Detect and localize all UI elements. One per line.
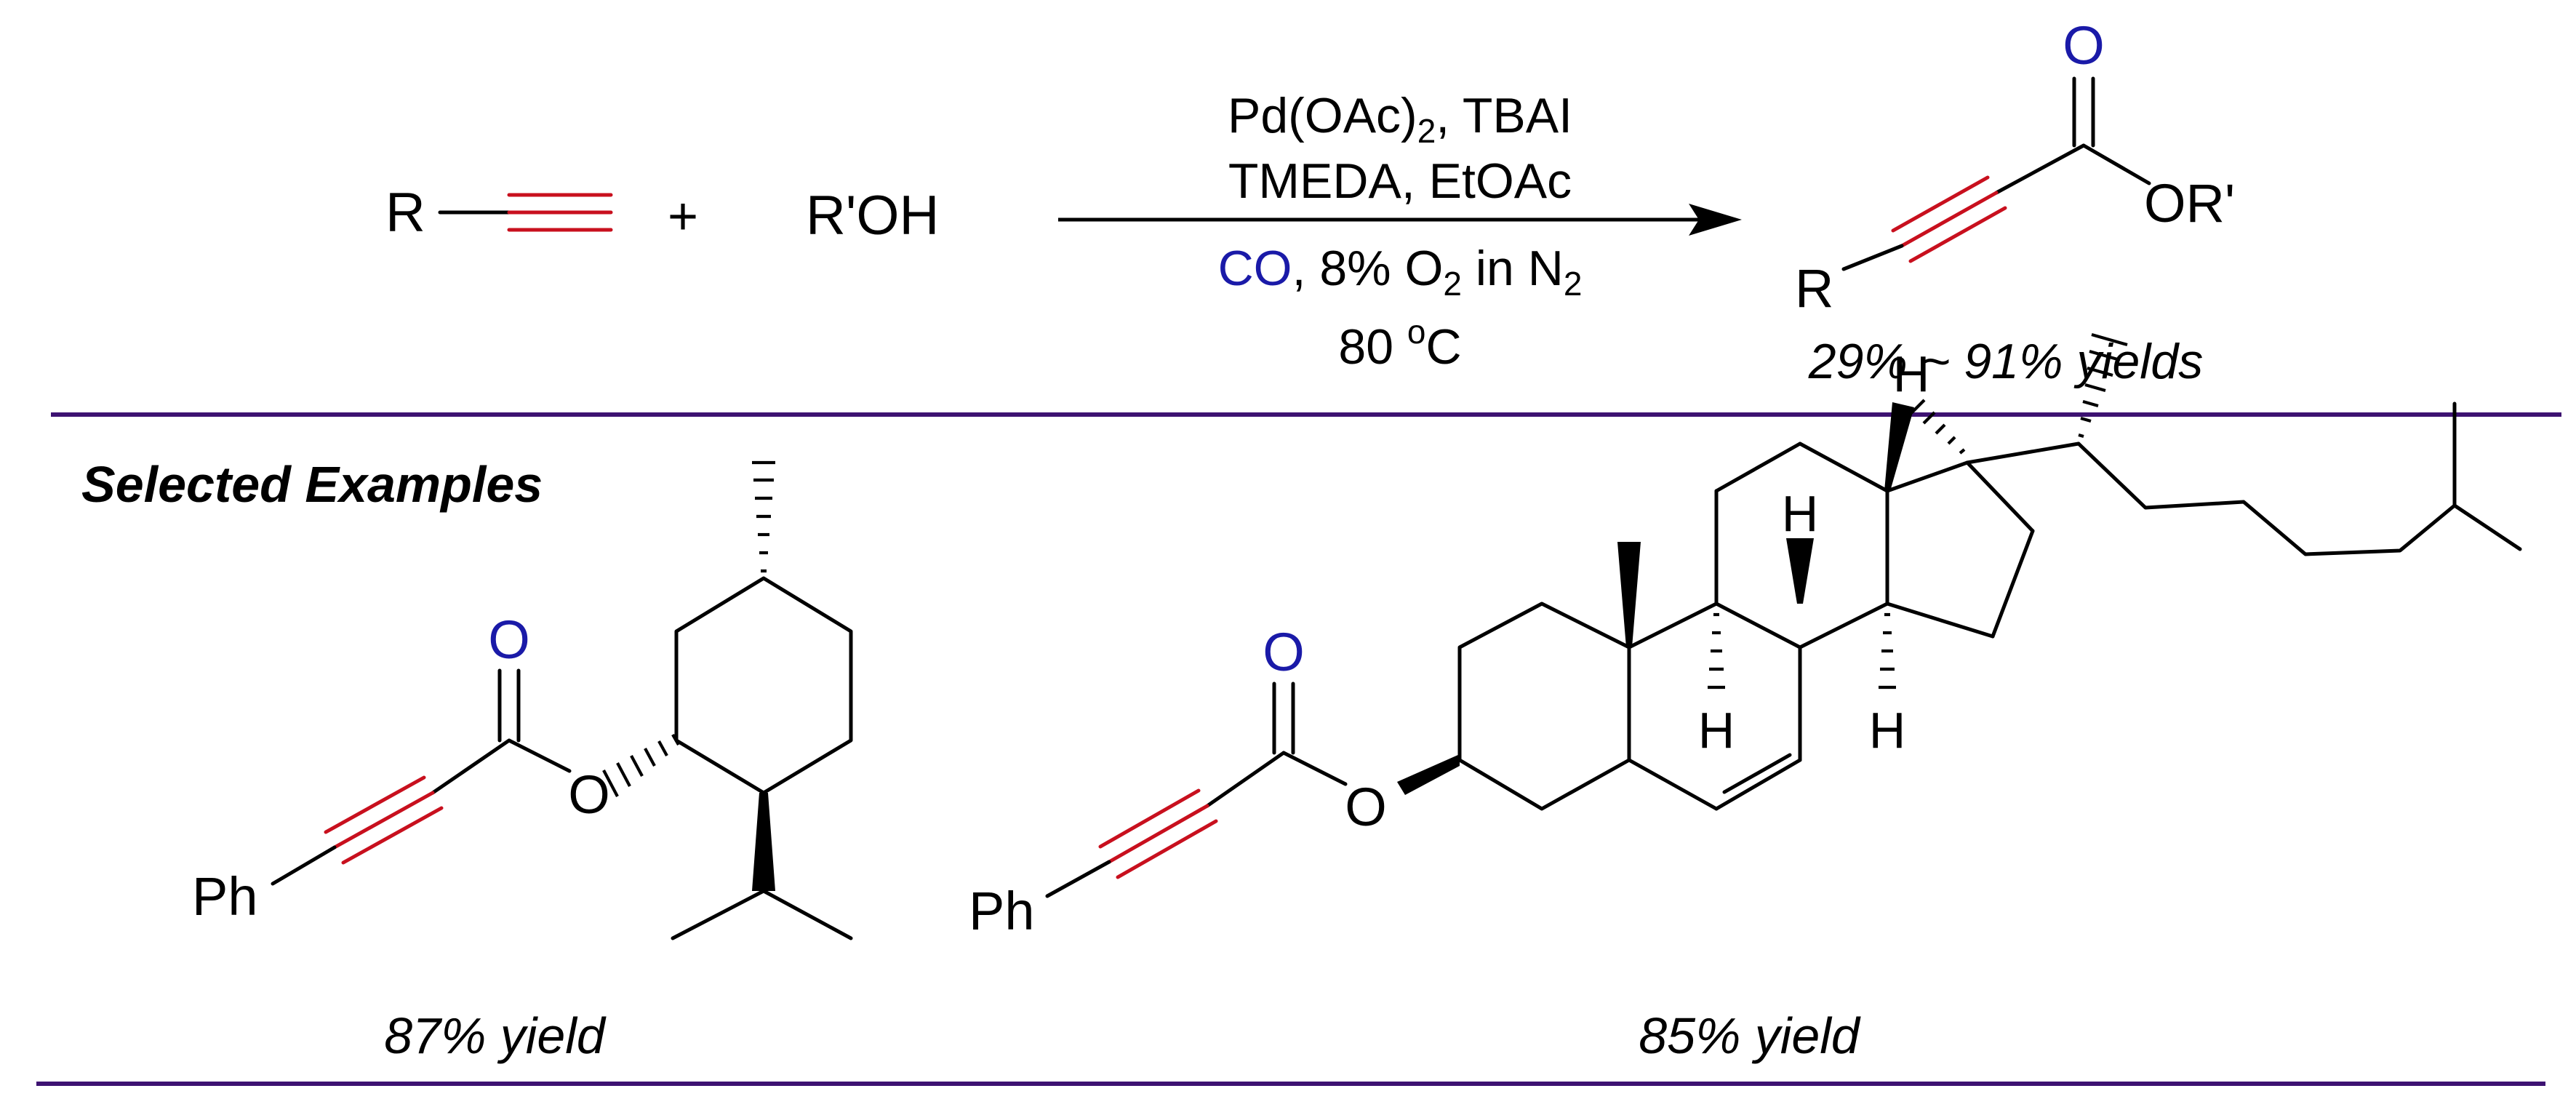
menthyl-triple-bond (324, 775, 444, 865)
menthyl-ph-label: Ph (192, 866, 258, 927)
reaction-equation: R + R'OH Pd(OAc)2, TBAI TMEDA, EtOAc CO,… (385, 15, 2235, 389)
cholesteryl-ph-label: Ph (969, 881, 1035, 941)
cholesteryl-c20-hashed-methyl (2078, 332, 2128, 439)
cholesteryl-ester-structure: H H H H (969, 332, 2522, 941)
conditions-line-1: Pd(OAc)2, TBAI (1228, 88, 1572, 150)
product-triple-bond (1891, 175, 2007, 263)
product-carbonyl-o: O (2063, 15, 2105, 76)
cholesteryl-h14: H (1869, 702, 1906, 759)
cholesteryl-h9: H (1698, 702, 1735, 759)
menthyl-hashed-o-bond (602, 733, 680, 797)
product-yield-range: 29% ~ 91% yields (1808, 334, 2203, 389)
alcohol-reagent: R'OH (806, 185, 939, 247)
menthyl-hashed-methyl (752, 460, 775, 573)
cholesteryl-yield: 85% yield (1639, 1007, 1861, 1064)
cholesteryl-triple-bond (1098, 788, 1218, 879)
selected-examples-title: Selected Examples (81, 456, 543, 513)
alkyne-r-label: R (385, 182, 425, 244)
menthyl-ester-o: O (568, 764, 610, 825)
cholesteryl-h17-hash (1910, 399, 1966, 455)
cholesteryl-carbonyl-o: O (1263, 622, 1305, 682)
cholesteryl-h8: H (1782, 485, 1819, 542)
cholesteryl-h17: H (1893, 345, 1930, 402)
menthyl-ester-structure: O O Ph (192, 460, 853, 940)
product-structure: O OR' R (1795, 15, 2235, 319)
conditions-line-4: 80 oC (1338, 313, 1461, 375)
conditions-line-3: CO, 8% O2 in N2 (1218, 241, 1583, 303)
conditions-line-2: TMEDA, EtOAc (1228, 153, 1572, 209)
product-or-label: OR' (2144, 173, 2235, 233)
plus-sign: + (668, 188, 698, 246)
reaction-arrow-head (1689, 204, 1742, 236)
product-r-label: R (1795, 258, 1833, 319)
cholesteryl-h9-hash (1708, 612, 1725, 690)
menthyl-yield: 87% yield (384, 1007, 607, 1064)
cholesteryl-ester-o: O (1345, 777, 1387, 837)
menthyl-carbonyl-o: O (488, 610, 530, 670)
alkyne-triple-bond (507, 193, 613, 232)
cholesteryl-h14-hash (1879, 612, 1896, 690)
